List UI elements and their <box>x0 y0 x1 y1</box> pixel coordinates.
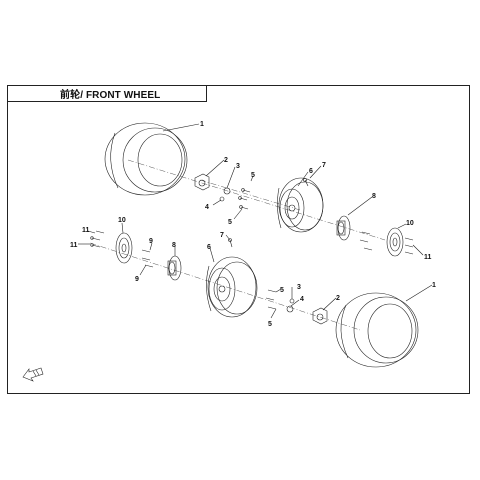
brake-disc-left <box>115 232 133 264</box>
studs-lower <box>265 289 277 310</box>
callout-5-lower-a: 5 <box>280 287 284 294</box>
callout-2-upper: 2 <box>224 157 228 164</box>
callout-11-left-b: 11 <box>70 242 78 249</box>
leader-lines <box>78 123 433 319</box>
studs-right <box>359 231 373 251</box>
callout-6-upper: 6 <box>309 168 313 175</box>
callout-9-b: 9 <box>135 276 139 283</box>
tire-lower-right <box>335 292 419 368</box>
valve-upper <box>303 178 309 187</box>
callout-10-left: 10 <box>118 217 126 224</box>
diagram-frame <box>7 85 470 394</box>
front-arrow-icon <box>22 367 44 382</box>
disc-bolts-right <box>404 237 414 255</box>
callout-2-lower: 2 <box>336 295 340 302</box>
rim-lower <box>206 256 258 318</box>
callout-4-upper: 4 <box>205 204 209 211</box>
callout-10-upper: 10 <box>406 220 414 227</box>
callout-1-lower: 1 <box>432 282 436 289</box>
callout-8-lower: 8 <box>172 242 176 249</box>
diagram-title: 前轮/ FRONT WHEEL <box>60 90 161 101</box>
callouts: 1 2 3 4 5 5 6 7 8 10 11 11 10 9 9 8 6 7 … <box>70 121 436 328</box>
callout-9-a: 9 <box>149 238 153 245</box>
tire-upper-left <box>104 122 188 196</box>
studs-left <box>141 249 154 268</box>
callout-6-lower: 6 <box>207 244 211 251</box>
brake-disc-right <box>386 227 404 257</box>
callout-1-upper: 1 <box>200 121 204 128</box>
callout-3-lower: 3 <box>297 284 301 291</box>
valve-lower <box>228 238 233 248</box>
callout-4-lower: 4 <box>300 296 304 303</box>
callout-11-left-a: 11 <box>82 227 90 234</box>
hub-left <box>167 255 182 281</box>
axis-lines <box>89 159 386 331</box>
callout-3-upper: 3 <box>236 163 240 170</box>
title-box <box>7 85 207 102</box>
callout-8-upper: 8 <box>372 193 376 200</box>
callout-5-lower-b: 5 <box>268 321 272 328</box>
hub-right <box>336 215 351 241</box>
callout-11-right: 11 <box>424 254 432 261</box>
hub-lower <box>312 307 328 325</box>
callout-5-upper-b: 5 <box>228 219 232 226</box>
callout-7-lower: 7 <box>220 232 224 239</box>
hub-upper <box>194 173 210 191</box>
nut-lower <box>286 298 295 313</box>
callout-7-upper: 7 <box>322 162 326 169</box>
callout-5-upper-a: 5 <box>251 172 255 179</box>
rim-upper <box>277 177 324 233</box>
studs-upper <box>238 188 251 210</box>
disc-bolts-left <box>90 230 105 248</box>
